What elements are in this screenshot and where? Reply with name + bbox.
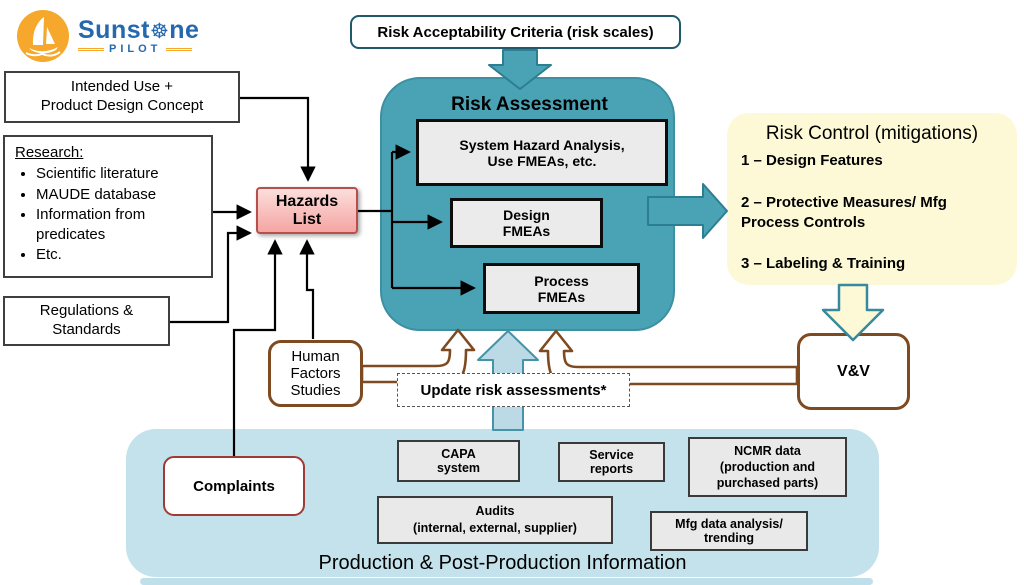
research-item: Information from predicates	[36, 205, 203, 244]
brand-subtitle: PILOT	[109, 42, 162, 55]
production-title: Production & Post-Production Information	[318, 551, 687, 574]
risk-control-item-2: 2 – Protective Measures/ Mfg Process Con…	[741, 194, 947, 231]
service-reports-label: Service reports	[589, 448, 634, 476]
intended-use-box: Intended Use + Product Design Concept	[4, 71, 240, 123]
process-fmeas-label: Process FMEAs	[534, 272, 589, 305]
system-hazard-analysis-label: System Hazard Analysis, Use FMEAs, etc.	[459, 136, 625, 169]
research-item: Scientific literature	[36, 164, 203, 184]
human-factors-studies-label: Human Factors Studies	[290, 348, 341, 399]
capa-system-label: CAPA system	[436, 447, 481, 475]
research-item: Etc.	[36, 245, 203, 265]
brand-subtitle-row: PILOT	[78, 42, 199, 55]
sailboat-icon	[17, 10, 69, 62]
hazards-list-box: Hazards List	[256, 187, 358, 234]
audits-box: Audits (internal, external, supplier)	[377, 496, 613, 544]
complaints-label: Complaints	[193, 477, 275, 495]
risk-control-container: Risk Control (mitigations) 1 – Design Fe…	[727, 113, 1017, 285]
update-risk-assessments-box: Update risk assessments*	[397, 373, 630, 407]
sunstone-pilot-logo: Sunst☸ne PILOT	[16, 9, 199, 63]
production-bottom-strip	[140, 578, 873, 585]
risk-acceptability-criteria-box: Risk Acceptability Criteria (risk scales…	[350, 15, 681, 49]
ship-wheel-icon: ☸	[149, 19, 170, 43]
logo-text: Sunst☸ne PILOT	[78, 15, 200, 55]
criteria-to-assessment-arrow	[488, 49, 552, 90]
logo-right-line	[166, 47, 193, 51]
design-fmeas-box: Design FMEAs	[450, 198, 603, 248]
control-to-vv-arrow	[821, 283, 885, 342]
research-item: MAUDE database	[36, 185, 203, 205]
vv-box: V&V	[797, 333, 910, 410]
system-hazard-analysis-box: System Hazard Analysis, Use FMEAs, etc.	[416, 119, 668, 186]
risk-control-title: Risk Control (mitigations)	[765, 123, 979, 144]
intended-use-label: Intended Use + Product Design Concept	[40, 78, 204, 114]
ncmr-data-box: NCMR data (production and purchased part…	[688, 437, 847, 497]
regulations-box: Regulations & Standards	[3, 296, 170, 346]
mfg-data-analysis-label: Mfg data analysis/ trending	[675, 517, 783, 545]
ncmr-data-label: NCMR data (production and purchased part…	[716, 443, 819, 491]
capa-system-box: CAPA system	[397, 440, 520, 482]
regulations-label: Regulations & Standards	[39, 302, 134, 338]
vv-label: V&V	[837, 362, 870, 380]
update-risk-assessments-label: Update risk assessments*	[420, 381, 607, 399]
logo-left-line	[78, 47, 104, 51]
assessment-to-control-arrow	[647, 183, 728, 239]
research-list: Scientific literature MAUDE database Inf…	[15, 164, 203, 265]
brand-prefix: Sunst	[78, 15, 150, 44]
research-title: Research:	[15, 144, 84, 161]
brand-name: Sunst☸ne	[78, 15, 200, 44]
mfg-data-analysis-box: Mfg data analysis/ trending	[650, 511, 808, 551]
service-reports-box: Service reports	[558, 442, 665, 482]
risk-acceptability-criteria-label: Risk Acceptability Criteria (risk scales…	[377, 23, 654, 41]
hazards-list-label: Hazards List	[275, 192, 339, 228]
brand-suffix: ne	[169, 15, 200, 44]
design-fmeas-label: Design FMEAs	[502, 207, 551, 239]
process-fmeas-box: Process FMEAs	[483, 263, 640, 314]
risk-control-item-1: 1 – Design Features	[741, 152, 883, 169]
risk-control-item-3: 3 – Labeling & Training	[741, 255, 906, 272]
research-box: Research: Scientific literature MAUDE da…	[3, 135, 213, 278]
complaints-box: Complaints	[163, 456, 305, 516]
audits-label: Audits (internal, external, supplier)	[413, 504, 577, 535]
human-factors-studies-box: Human Factors Studies	[268, 340, 363, 407]
risk-assessment-title: Risk Assessment	[451, 94, 608, 115]
